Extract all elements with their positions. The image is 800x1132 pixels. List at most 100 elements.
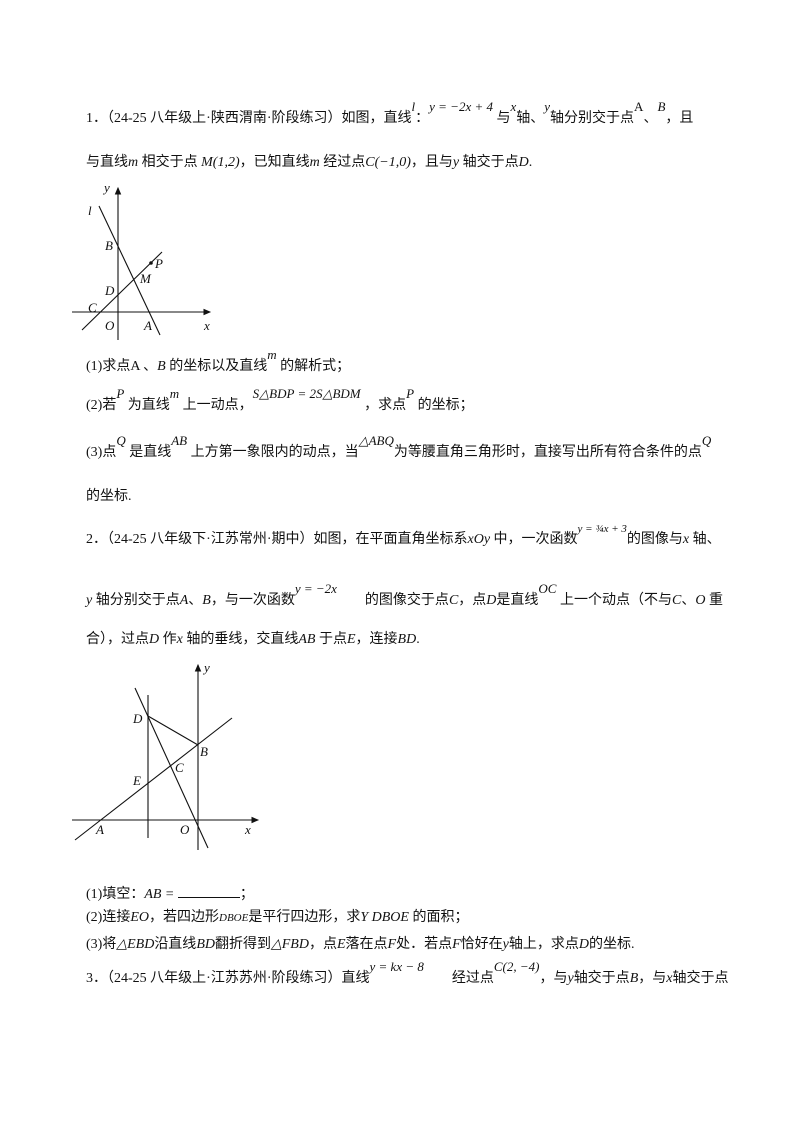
text-segment: 上一动点， — [179, 398, 253, 413]
text-segment: 的坐标； — [414, 398, 474, 413]
fig1-line-m — [81, 251, 163, 331]
math-expression: C(2, −4) — [493, 959, 540, 974]
text-segment: (2)连接 — [86, 910, 131, 925]
math-expression: E — [346, 632, 356, 647]
fig2-segment-BD — [147, 715, 199, 746]
text-segment: 的解析式； — [276, 359, 351, 374]
text-segment: 的面积； — [408, 910, 469, 925]
text-segment: (2)若 — [86, 398, 117, 413]
text-segment: ； — [239, 887, 254, 902]
math-expression: x — [682, 532, 690, 547]
text-segment: 于点 — [315, 632, 347, 647]
fig1-label-M: M — [139, 271, 152, 286]
q1-line1: 1．（24-25 八年级上·陕西渭南·阶段练习）如图，直线l：y = −2x +… — [86, 99, 694, 129]
math-expression: △EBD — [116, 937, 155, 952]
math-expression: x — [510, 99, 517, 114]
text-segment: ，且 — [665, 111, 694, 126]
text-segment: ，点 — [458, 593, 487, 608]
math-expression: y — [567, 971, 574, 986]
text-segment: A — [634, 99, 644, 114]
text-segment: ，求点 — [360, 398, 407, 413]
text-segment: (3)点 — [86, 445, 117, 460]
text-segment: 轴的垂线，交直线 — [182, 632, 299, 647]
text-segment: 、 — [643, 111, 658, 126]
text-segment: 的坐标. — [86, 489, 132, 504]
math-expression: y — [544, 99, 551, 114]
fig1-label-l: l — [88, 203, 92, 218]
text-segment: 的图像交于点 — [336, 593, 449, 608]
math-expression: C(−1,0) — [365, 155, 411, 170]
q2-part2: (2)连接EO，若四边形DBOE是平行四边形，求Y DBOE 的面积； — [86, 908, 468, 928]
fig1-label-D: D — [104, 283, 115, 298]
text-segment: 是直线 — [125, 445, 172, 460]
text-segment: 与 — [492, 111, 511, 126]
text-segment: (1)求点A 、 — [86, 359, 158, 374]
math-expression: M(1,2) — [201, 155, 240, 170]
math-expression: y = kx − 8 — [369, 959, 424, 974]
q3-line1: 3．（24-25 八年级上·江苏苏州·阶段练习）直线y = kx − 8 经过点… — [86, 959, 729, 989]
math-expression: y — [86, 593, 93, 608]
math-expression: y = ¾x + 3 — [577, 523, 627, 535]
math-expression: xOy — [467, 532, 491, 547]
math-expression: OC — [538, 581, 557, 596]
text-segment: 轴交于点 — [459, 155, 519, 170]
math-expression: BD — [397, 632, 417, 647]
text-segment: 中，一次函数 — [490, 532, 578, 547]
math-expression: AB — [171, 433, 188, 448]
fig1-label-B: B — [105, 238, 113, 253]
math-expression: B — [629, 971, 639, 986]
math-expression: F — [387, 937, 397, 952]
math-expression: y — [452, 155, 460, 170]
fig2-label-y: y — [202, 660, 210, 675]
math-expression: D — [518, 155, 529, 170]
fig1-line-l — [98, 205, 161, 336]
text-segment: 、 — [188, 593, 203, 608]
text-segment: 处．若点 — [396, 937, 453, 952]
math-expression: m — [169, 386, 180, 401]
text-segment: ，点 — [308, 937, 337, 952]
text-segment: 作 — [159, 632, 177, 647]
text-segment: 轴、 — [516, 111, 545, 126]
text-segment: ，且与 — [410, 155, 453, 170]
fig2-line-AB — [74, 717, 233, 841]
text-segment: ，若四边形 — [149, 910, 219, 925]
text-segment: 经过点 — [319, 155, 366, 170]
text-segment: 轴交于点 — [672, 971, 729, 986]
fig1-label-x: x — [203, 318, 210, 333]
text-segment: 相交于点 — [138, 155, 202, 170]
q2-line1: 2．（24-25 八年级下·江苏常州·期中）如图，在平面直角坐标系xOy 中，一… — [86, 523, 721, 550]
text-segment: 轴、 — [689, 532, 721, 547]
math-expression: y = −2x + 4 — [429, 99, 493, 114]
text-segment: 落在点 — [345, 937, 388, 952]
math-expression: B — [157, 359, 166, 374]
math-expression: BD — [196, 937, 215, 952]
text-segment: 轴交于点 — [573, 971, 630, 986]
fig2-label-E: E — [132, 773, 141, 788]
text-segment: 为直线 — [124, 398, 170, 413]
fig2-label-B: B — [200, 744, 208, 759]
text-segment: 重 — [705, 593, 723, 608]
math-expression: m — [128, 155, 139, 170]
fig2-label-O: O — [180, 822, 190, 837]
math-expression: AB — [298, 632, 316, 647]
fig2-label-C: C — [175, 760, 184, 775]
text-segment: 轴分别交于点 — [92, 593, 180, 608]
text-segment: 经过点 — [423, 971, 494, 986]
text-segment: (3)将 — [86, 937, 117, 952]
fig1-label-P: P — [154, 256, 163, 271]
text-segment: ，与 — [638, 971, 667, 986]
text-segment: ，连接 — [355, 632, 398, 647]
math-expression: l — [411, 99, 416, 114]
math-expression: Q — [701, 433, 712, 448]
math-expression: P — [116, 386, 125, 401]
math-expression: A — [179, 593, 189, 608]
fig2-label-A: A — [95, 822, 104, 837]
fig2-label-D: D — [132, 711, 143, 726]
math-expression: D — [149, 632, 160, 647]
math-expression: y — [502, 937, 509, 952]
text-segment: ： — [415, 111, 430, 126]
math-expression: E — [336, 937, 346, 952]
q2-part3: (3)将△EBD沿直线BD翻折得到△FBD，点E落在点F处．若点F恰好在y轴上，… — [86, 935, 635, 955]
text-segment: (1)填空： — [86, 887, 145, 902]
